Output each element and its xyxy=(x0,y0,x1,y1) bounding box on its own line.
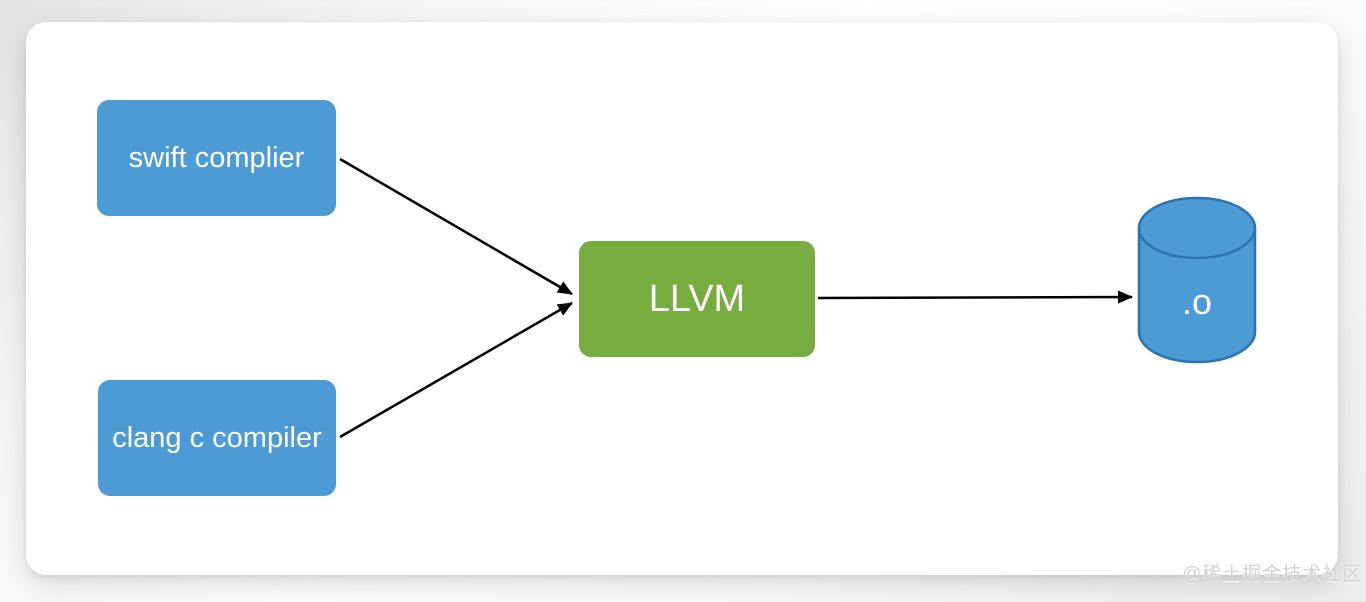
edge-llvm-to-object-file xyxy=(817,290,1133,304)
node-clang-c-compiler: clang c compiler xyxy=(96,378,338,498)
node-llvm: LLVM xyxy=(577,239,817,359)
object-file-cylinder xyxy=(1137,196,1257,364)
cylinder-top xyxy=(1137,196,1257,260)
node-llvm-label: LLVM xyxy=(648,277,746,320)
edge-swift-to-llvm xyxy=(339,157,573,296)
node-swift-compiler-label: swift complier xyxy=(128,141,305,174)
edge-clang-to-llvm xyxy=(339,301,573,439)
node-swift-compiler: swift complier xyxy=(95,98,338,218)
node-object-file-label: .o xyxy=(1181,281,1213,322)
node-clang-c-compiler-label: clang c compiler xyxy=(112,421,322,454)
watermark: @稀土掘金技术社区 xyxy=(1182,564,1363,585)
